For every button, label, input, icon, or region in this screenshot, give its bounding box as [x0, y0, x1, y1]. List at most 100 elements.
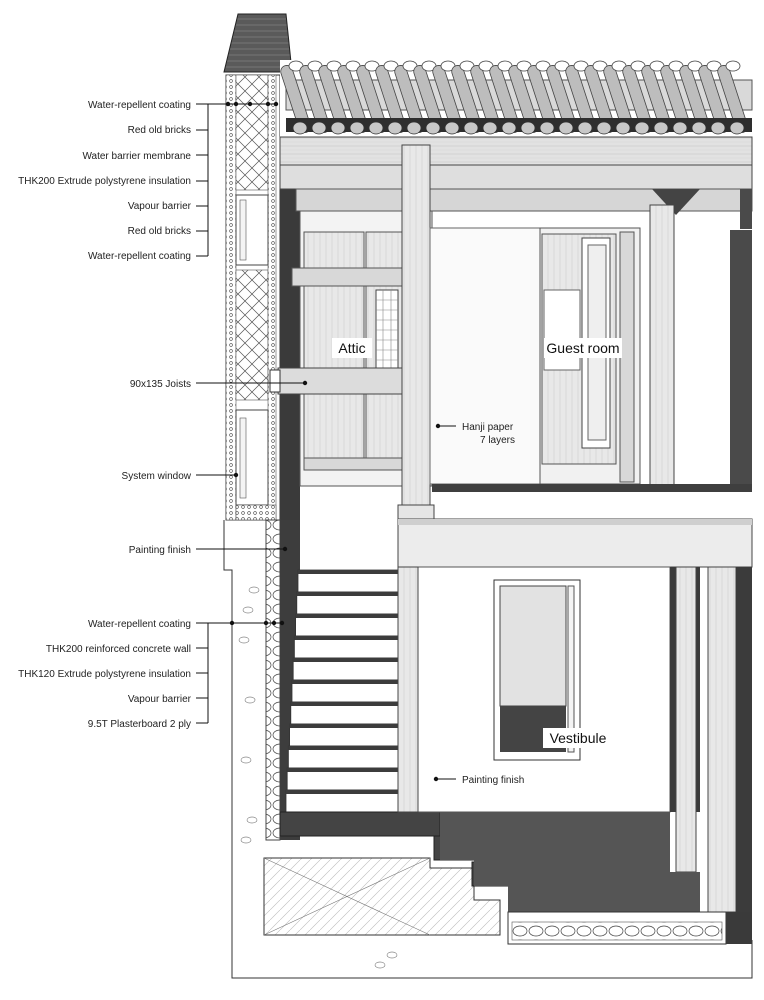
rafter [508, 65, 540, 134]
callout-upper-5: Red old bricks [128, 226, 191, 237]
rafter-base [691, 121, 707, 135]
vestibule-post [397, 566, 419, 813]
callout-lower-1: THK200 reinforced concrete wall [46, 644, 191, 655]
central-post [401, 144, 431, 511]
rafter [489, 65, 521, 134]
building-section [223, 13, 753, 979]
rafter [299, 65, 331, 134]
rafter-base [634, 121, 650, 135]
rafter-base [349, 121, 365, 135]
foundation-wedge [263, 857, 501, 936]
rafter-base [520, 121, 536, 135]
stair-tread [294, 636, 398, 640]
upper-floor-slab [432, 484, 752, 492]
rafter-base [501, 121, 517, 135]
room-label-attic: Attic [338, 340, 365, 356]
joist [277, 367, 403, 395]
rafter-base [406, 121, 422, 135]
callout-upper-3: THK200 Extrude polystyrene insulation [18, 176, 191, 187]
room-label-guest-room: Guest room [546, 340, 619, 356]
room-label-vestibule: Vestibule [550, 730, 607, 746]
rafter [356, 65, 388, 134]
roof-beam-lower [279, 164, 753, 190]
rafter-base [330, 121, 346, 135]
earth-marks [238, 586, 398, 969]
rafter [622, 65, 654, 134]
staircase [285, 569, 399, 813]
stair-tread [292, 680, 398, 684]
callout-lower-2: THK120 Extrude polystyrene insulation [18, 669, 191, 680]
rafter [318, 65, 350, 134]
rafter [679, 65, 711, 134]
stair-tread [286, 790, 398, 794]
rafter-base [596, 121, 612, 135]
rafter-base [463, 121, 479, 135]
painting-finish-center-label: Painting finish [462, 775, 524, 786]
rafter-base [368, 121, 384, 135]
rafter [565, 65, 597, 134]
callout-lower-0: Water-repellent coating [88, 619, 191, 630]
rafter-end [725, 60, 741, 72]
rafter-base [577, 121, 593, 135]
rafter [470, 65, 502, 134]
stair-tread [293, 658, 398, 662]
rafter [280, 65, 312, 134]
rafter [394, 65, 426, 134]
rafter-base [653, 121, 669, 135]
stair-tread [287, 768, 398, 772]
roof-rafters [280, 60, 753, 135]
roof-beam-main [279, 136, 753, 166]
callout-upper-2: Water barrier membrane [82, 151, 191, 162]
callout-upper-6: Water-repellent coating [88, 251, 191, 262]
callout-upper-1: Red old bricks [128, 125, 191, 136]
rafter [375, 65, 407, 134]
rafter-base [387, 121, 403, 135]
callout-leaders [196, 101, 456, 782]
rafter [337, 65, 369, 134]
rafter [546, 65, 578, 134]
rafter [584, 65, 616, 134]
hanji-wall [429, 227, 541, 485]
callout-upper-4: Vapour barrier [128, 201, 192, 212]
rafter-base [292, 121, 308, 135]
rafter [641, 65, 673, 134]
rafter-base [710, 121, 726, 135]
callout-lower-3: Vapour barrier [128, 694, 192, 705]
rafter-base [539, 121, 555, 135]
lower-floor [440, 812, 700, 912]
rafter [451, 65, 483, 134]
rafter [527, 65, 559, 134]
rafter-base [558, 121, 574, 135]
hanji-label-line1: Hanji paper [462, 422, 514, 433]
stair-tread [290, 702, 398, 706]
upper-wall-inner-face [280, 185, 300, 520]
floor-beam [397, 518, 753, 568]
rafter [717, 65, 749, 134]
hanji-label-line2: 7 layers [480, 435, 515, 446]
system-window-label: System window [122, 471, 192, 482]
callout-labels: Water-repellent coating Red old bricks W… [18, 100, 622, 786]
callout-upper-0: Water-repellent coating [88, 100, 191, 111]
painting-finish-left-label: Painting finish [129, 545, 191, 556]
rafter-base [444, 121, 460, 135]
rafter-base [482, 121, 498, 135]
foundation-outline [223, 520, 753, 979]
stair-tread [289, 724, 398, 728]
rafter-base [425, 121, 441, 135]
lower-wall [265, 519, 281, 841]
callout-lower-4: 9.5T Plasterboard 2 ply [88, 719, 191, 730]
stair-landing [279, 811, 441, 837]
stair-tread [296, 592, 398, 596]
joists-label: 90x135 Joists [130, 379, 191, 390]
stair-tread [295, 614, 398, 618]
rafter [603, 65, 635, 134]
rafter-base [615, 121, 631, 135]
rafter [660, 65, 692, 134]
rafter-base [672, 121, 688, 135]
rafter [413, 65, 445, 134]
stair-tread [298, 570, 398, 574]
chimney-cap [223, 13, 293, 73]
stair-tread [288, 746, 398, 750]
rafter-base [729, 121, 745, 135]
